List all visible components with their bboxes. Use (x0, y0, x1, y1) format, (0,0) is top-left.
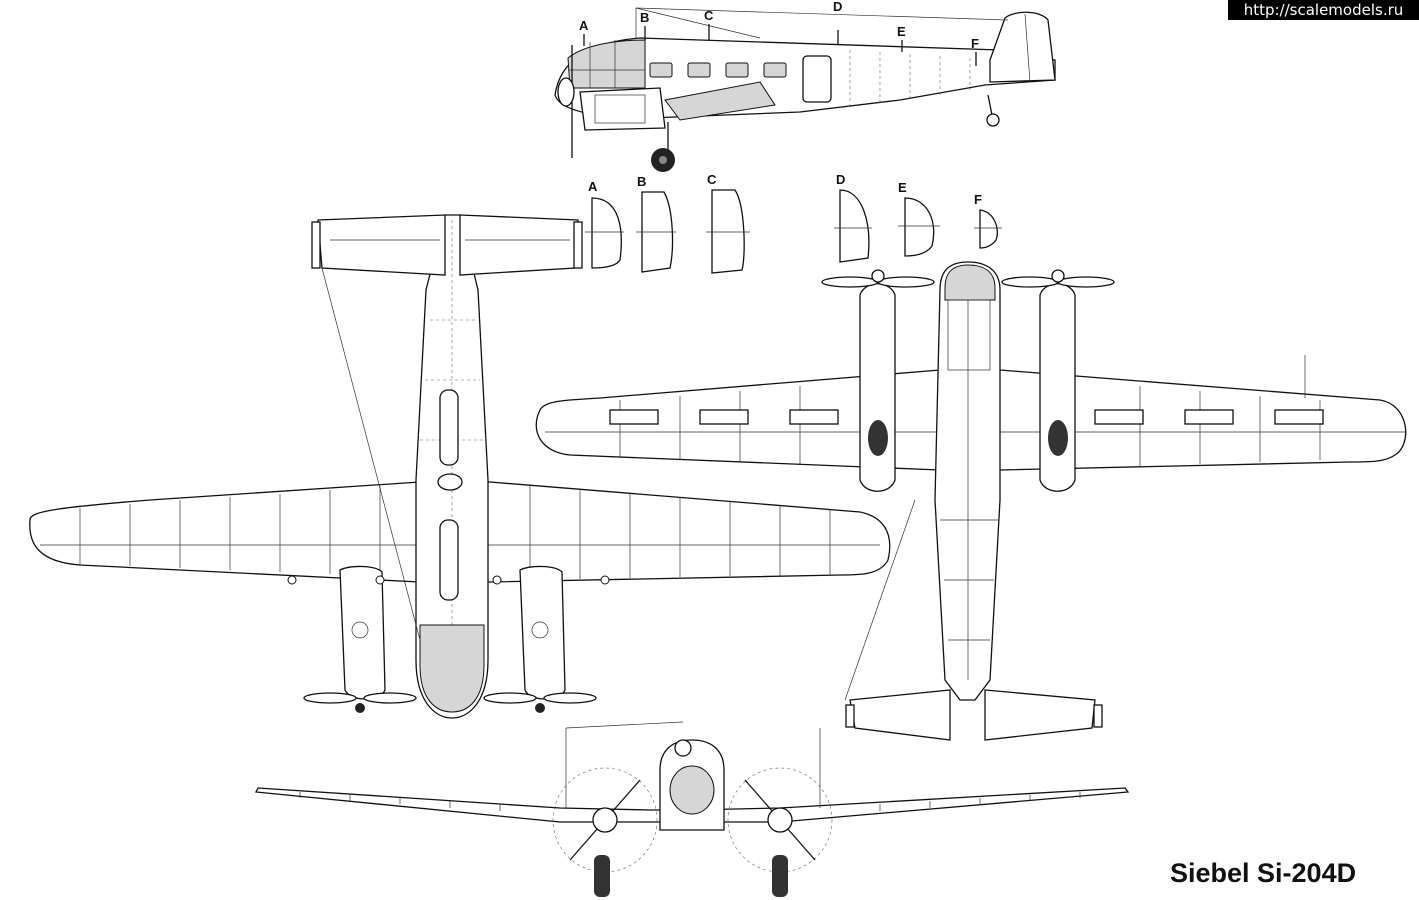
section-label-e: E (898, 180, 907, 195)
section-label-a: A (588, 179, 598, 194)
side-section-label-d: D (833, 0, 842, 14)
side-view-section-markers: A B C D E F (579, 0, 979, 66)
cross-sections: A B C D E F (585, 172, 1002, 274)
side-section-label-e: E (897, 24, 906, 39)
section-label-d: D (836, 172, 845, 187)
side-section-label-b: B (640, 10, 649, 25)
top-view (29, 214, 891, 719)
bottom-view (535, 261, 1407, 741)
aircraft-title: Siebel Si-204D (1170, 858, 1357, 888)
side-view (554, 7, 1056, 172)
side-section-label-a: A (579, 18, 589, 33)
side-section-label-c: C (704, 8, 714, 23)
site-watermark: http://scalemodels.ru (1228, 0, 1419, 20)
section-label-f: F (974, 192, 982, 207)
front-view (254, 721, 1130, 897)
side-section-label-f: F (971, 36, 979, 51)
section-label-c: C (707, 172, 717, 187)
section-label-b: B (637, 174, 646, 189)
